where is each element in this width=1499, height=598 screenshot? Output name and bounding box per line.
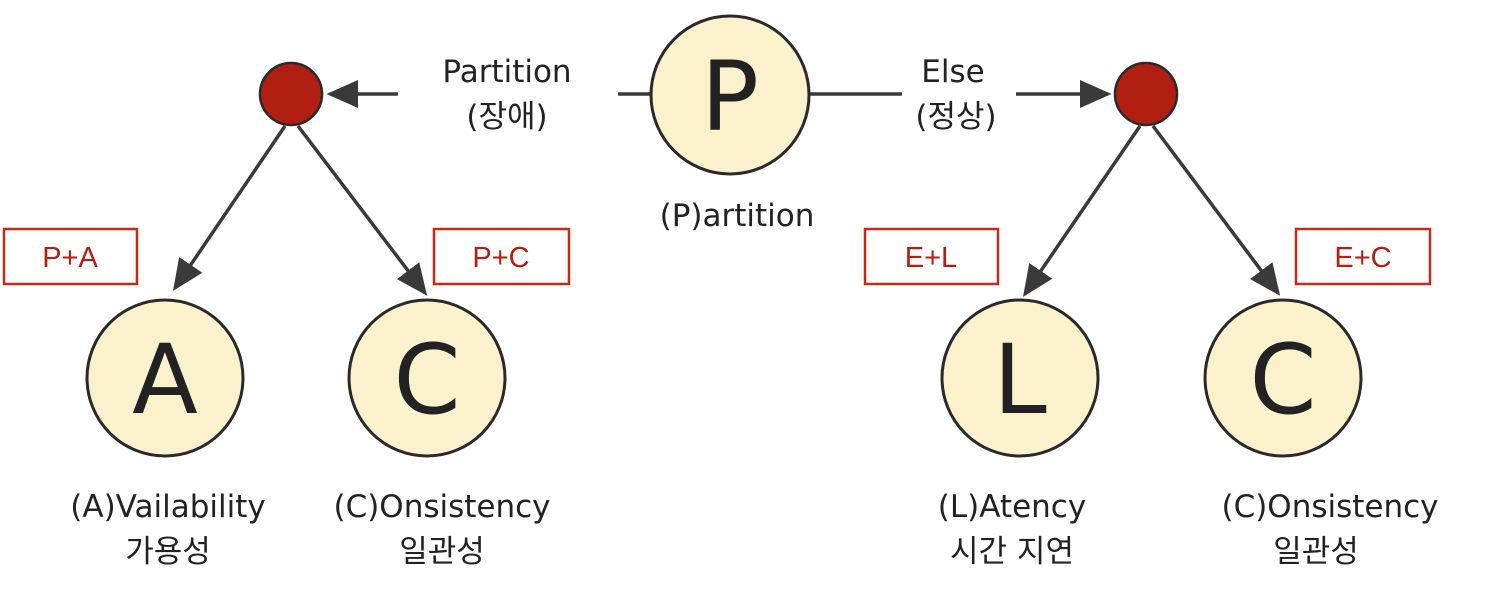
tag-box-pc	[432, 227, 571, 286]
tag-el: E+L	[905, 242, 957, 274]
tag-box-pa	[2, 227, 139, 286]
root-node-p	[649, 14, 811, 176]
root-letter: P	[701, 41, 759, 153]
tag-pa: P+A	[42, 242, 98, 274]
node-c-right-letter: C	[1249, 324, 1316, 436]
tag-box-ec	[1294, 227, 1432, 286]
node-l-caption: (L)Atency	[938, 489, 1086, 525]
edge-to-l	[1023, 125, 1142, 297]
node-c-left	[347, 298, 507, 458]
partition-branch-dot	[258, 61, 324, 127]
else-label: Else	[921, 54, 984, 90]
else-label-ko: (정상)	[915, 99, 996, 135]
node-l-caption-ko: 시간 지연	[950, 534, 1074, 570]
edge-to-c-left	[296, 124, 428, 296]
node-a	[85, 298, 245, 458]
node-c-left-caption-ko: 일관성	[399, 534, 485, 570]
tag-box-el	[863, 227, 1000, 286]
node-a-caption-ko: 가용성	[125, 534, 211, 570]
tag-pc: P+C	[472, 242, 529, 274]
partition-label: Partition	[442, 54, 571, 90]
root-caption: (P)artition	[660, 198, 815, 234]
node-c-left-caption: (C)Onsistency	[333, 489, 550, 525]
node-l	[940, 298, 1100, 458]
node-c-right-caption: (C)Onsistency	[1221, 489, 1438, 525]
tag-ec: E+C	[1334, 242, 1391, 274]
else-branch-dot	[1113, 61, 1179, 127]
node-l-letter: L	[993, 324, 1046, 436]
edge-to-a	[173, 125, 287, 291]
edge-to-c-right	[1151, 124, 1281, 296]
node-a-caption: (A)Vailability	[70, 489, 265, 525]
node-c-right-caption-ko: 일관성	[1273, 534, 1359, 570]
node-a-letter: A	[132, 324, 198, 436]
node-c-left-letter: C	[393, 324, 460, 436]
partition-label-ko: (장애)	[466, 99, 547, 135]
node-c-right	[1203, 298, 1363, 458]
